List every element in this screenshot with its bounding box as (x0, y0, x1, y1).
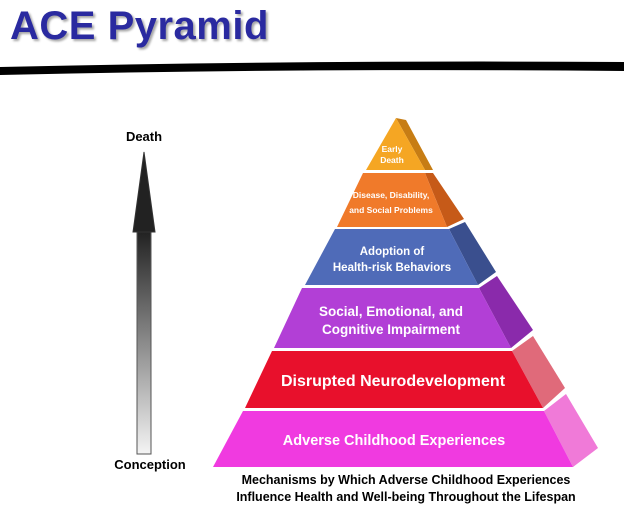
caption-line: Influence Health and Well-being Througho… (236, 490, 576, 504)
pyramid-level-health-risk-behaviors: Adoption of Health-risk Behaviors (305, 222, 496, 285)
level-label-line: and Social Problems (349, 205, 433, 215)
caption-line: Mechanisms by Which Adverse Childhood Ex… (241, 473, 571, 487)
arrow-head (132, 151, 156, 233)
level-label-line: Early (382, 144, 403, 154)
pyramid-level-disease-disability: Disease, Disability, and Social Problems (337, 173, 464, 227)
pyramid-level-early-death: Early Death (366, 118, 433, 170)
diagram-caption: Mechanisms by Which Adverse Childhood Ex… (196, 472, 616, 506)
level-label-line: Disrupted Neurodevelopment (281, 373, 506, 390)
title-divider (0, 61, 624, 75)
arrow-label-death: Death (126, 129, 162, 144)
page-title: ACE Pyramid (10, 4, 269, 48)
level-label-line: Adoption of (360, 246, 425, 258)
level-label-line: Adverse Childhood Experiences (283, 433, 505, 449)
arrow-shaft (136, 231, 152, 455)
level-label-line: Cognitive Impairment (322, 322, 461, 337)
level-label-line: Disease, Disability, (353, 190, 429, 200)
level-label-line: Health-risk Behaviors (333, 262, 451, 274)
pyramid-level-social-emotional-cognitive: Social, Emotional, and Cognitive Impairm… (274, 276, 533, 348)
level-label-line: Social, Emotional, and (319, 304, 463, 319)
pyramid-level-disrupted-neurodevelopment: Disrupted Neurodevelopment (245, 336, 565, 408)
level-label-line: Death (380, 155, 404, 165)
pyramid-level-adverse-childhood-experiences: Adverse Childhood Experiences (213, 394, 598, 467)
arrow-label-conception: Conception (114, 457, 186, 472)
lifespan-arrow (132, 151, 156, 455)
